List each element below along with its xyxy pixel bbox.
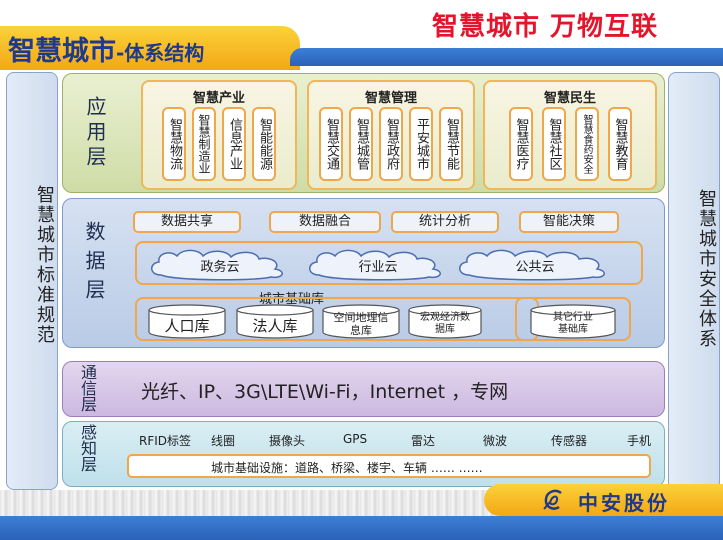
app-item: 智慧政府: [379, 107, 403, 181]
sensor-item: 微波: [483, 434, 508, 448]
title-tab: [0, 26, 300, 70]
title-sub: -体系结构: [116, 41, 205, 65]
db-frame-other: [515, 297, 631, 341]
database-icon: 法人库: [235, 303, 315, 339]
cloud-icon: 政务云: [147, 247, 293, 281]
sensor-item: 手机: [627, 434, 652, 448]
group-title: 智慧管理: [364, 91, 417, 106]
app-item: 智慧城管: [349, 107, 373, 181]
app-item: 智慧医疗: [508, 107, 533, 181]
cloud-frame: 政务云 行业云 公共云: [135, 241, 643, 285]
group-smart-industry: 智慧产业 智慧物流 智慧制造业 信息产业 智能能源: [141, 80, 297, 190]
db-label: 宏观经济数据库: [420, 312, 470, 335]
layer-label: 应用层: [83, 96, 107, 171]
cloud-label: 公共云: [515, 260, 555, 275]
sensor-item: 雷达: [411, 434, 436, 448]
db-title: 城市基础库: [259, 292, 325, 307]
security-sidebar: 智慧城市安全体系: [668, 72, 720, 490]
db-label: 法人库: [252, 317, 298, 335]
service-pill: 统计分析: [391, 211, 499, 233]
cloud-icon: 行业云: [305, 247, 451, 281]
slogan: 智慧城市 万物互联: [432, 12, 659, 42]
group-title: 智慧民生: [543, 91, 596, 106]
app-item: 信息产业: [222, 107, 246, 181]
sensing-layer: 感知层 RFID标签 线圈 摄像头 GPS 雷达 微波 传感器 手机 城市基础设…: [62, 421, 665, 487]
database-icon: 其它行业基础库: [529, 303, 617, 339]
data-layer: 数据层 数据共享 数据融合 统计分析 智能决策 政务云 行业云 公共云 城市基础…: [62, 198, 665, 348]
layer-label: 通信层: [78, 364, 97, 412]
sensor-item: GPS: [343, 432, 368, 446]
app-item: 智慧食药安全: [574, 107, 599, 181]
service-pill: 数据共享: [133, 211, 241, 233]
sensor-item: 摄像头: [269, 434, 306, 448]
company-logo-icon: [541, 487, 567, 513]
service-pill: 数据融合: [269, 211, 381, 233]
db-label: 空间地理信息库: [333, 311, 389, 337]
footer-bar: [0, 516, 723, 540]
header-bar: [290, 48, 723, 66]
app-item: 智慧节能: [439, 107, 463, 181]
cloud-label: 政务云: [200, 260, 240, 275]
app-item: 平安城市: [409, 107, 433, 181]
group-smart-management: 智慧管理 智慧交通 智慧城管 智慧政府 平安城市 智慧节能: [307, 80, 475, 190]
database-icon: 空间地理信息库: [321, 303, 401, 339]
security-label: 智慧城市安全体系: [696, 189, 717, 349]
infrastructure-bar: 城市基础设施：道路、桥梁、楼宇、车辆 …… ……: [127, 454, 651, 478]
app-item: 智能能源: [252, 107, 276, 181]
company-name: 中安股份: [578, 491, 670, 515]
cloud-icon: 公共云: [455, 247, 615, 281]
app-item: 智慧教育: [607, 107, 632, 181]
page-title: 智慧城市-体系结构: [8, 29, 204, 68]
layer-label: 数据层: [82, 221, 106, 308]
cloud-label: 行业云: [358, 260, 398, 275]
database-icon: 宏观经济数据库: [407, 303, 483, 339]
app-item: 智慧制造业: [192, 107, 216, 181]
title-main: 智慧城市: [8, 36, 116, 67]
group-smart-livelihood: 智慧民生 智慧医疗 智慧社区 智慧食药安全 智慧教育: [483, 80, 657, 190]
layer-label: 感知层: [78, 424, 97, 472]
sensor-item: 线圈: [211, 434, 236, 448]
db-label: 人口库: [164, 317, 210, 335]
group-title: 智慧产业: [192, 91, 245, 106]
standards-sidebar: 智慧城市标准规范: [6, 72, 58, 490]
app-item: 智慧交通: [319, 107, 343, 181]
database-icon: 人口库: [147, 303, 227, 339]
service-pill: 智能决策: [519, 211, 619, 233]
communication-layer: 通信层 光纤、IP、3G\LTE\Wi-Fi，Internet ，专网: [62, 361, 665, 417]
comm-text: 光纤、IP、3G\LTE\Wi-Fi，Internet ，专网: [141, 381, 509, 403]
sensor-item: 传感器: [551, 434, 588, 448]
infrastructure-text: 城市基础设施：道路、桥梁、楼宇、车辆 …… ……: [211, 461, 483, 475]
standards-label: 智慧城市标准规范: [34, 185, 55, 345]
db-label: 其它行业基础库: [553, 312, 593, 335]
logo-box: [484, 484, 723, 516]
app-item: 智慧社区: [541, 107, 566, 181]
sensor-item: RFID标签: [139, 434, 192, 448]
app-item: 智慧物流: [162, 107, 186, 181]
application-layer: 应用层 智慧产业 智慧物流 智慧制造业 信息产业 智能能源 智慧管理 智慧交通 …: [62, 73, 665, 193]
